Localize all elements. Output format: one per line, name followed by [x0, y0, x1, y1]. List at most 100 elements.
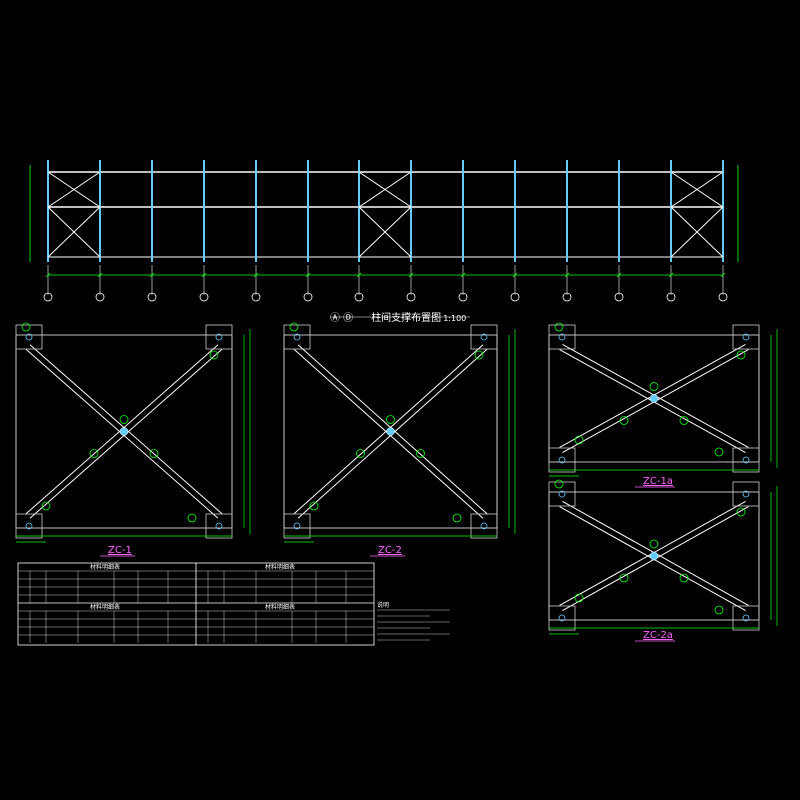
- member-mark-bubble: [649, 539, 659, 549]
- detail-zc2: [283, 322, 516, 543]
- bolt-hole: [558, 490, 566, 498]
- member-mark-bubble: [736, 507, 746, 517]
- center-plate: [119, 427, 129, 436]
- table-title-1: 材料明细表: [90, 564, 121, 571]
- bolt-hole: [742, 333, 750, 341]
- gusset-plate: [283, 324, 311, 350]
- gusset-plate: [548, 447, 576, 473]
- caption-zc2: ZC-2: [378, 545, 402, 556]
- bolt-hole: [215, 333, 223, 341]
- elevation-title-text: 柱间支撑布置图: [371, 313, 442, 324]
- bracing-diagonal: [670, 206, 724, 258]
- axis-bubble: [43, 292, 53, 302]
- dimension-tick: [668, 272, 674, 278]
- axis-bubble: [510, 292, 520, 302]
- bracing-diagonal: [358, 206, 412, 258]
- gusset-plate: [732, 324, 760, 350]
- notes-title: 说明: [377, 602, 390, 609]
- bolt-hole: [293, 333, 301, 341]
- bolt-hole: [480, 522, 488, 530]
- gusset-plate: [470, 513, 498, 539]
- member-mark-bubble: [119, 415, 129, 424]
- bracing-diagonal: [47, 171, 101, 208]
- member-mark-bubble: [309, 501, 319, 511]
- gusset-plate: [732, 605, 760, 631]
- member-mark-bubble: [289, 322, 299, 332]
- bracing-diagonal: [47, 206, 101, 258]
- axis-bubble: [354, 292, 364, 302]
- bolt-hole: [215, 522, 223, 530]
- bolt-hole: [558, 333, 566, 341]
- elevation-scale: 1:100: [443, 314, 467, 323]
- dimension-tick: [512, 272, 518, 278]
- center-plate: [649, 394, 659, 403]
- dimension-tick: [149, 272, 155, 278]
- member-mark-bubble: [452, 513, 462, 523]
- gusset-plate: [732, 481, 760, 507]
- dimension-tick: [720, 272, 726, 278]
- center-plate: [386, 427, 395, 436]
- axis-bubble: [666, 292, 676, 302]
- dimension-tick: [356, 272, 362, 278]
- gusset-plate: [470, 324, 498, 350]
- bracing-diagonal: [670, 171, 724, 208]
- bolt-hole: [25, 522, 33, 530]
- member-mark-bubble: [474, 350, 484, 360]
- member-mark-bubble: [21, 322, 31, 332]
- caption-zc1: ZC-1: [108, 545, 132, 556]
- dimension-tick: [305, 272, 311, 278]
- member-mark-bubble: [619, 573, 629, 583]
- member-mark-bubble: [736, 350, 746, 360]
- bolt-hole: [25, 333, 33, 341]
- member-mark-bubble: [649, 382, 659, 391]
- bolt-hole: [558, 614, 566, 622]
- axis-bubble: [614, 292, 624, 302]
- detail-zc1: [15, 322, 251, 543]
- member-mark-bubble: [554, 479, 564, 489]
- member-mark-bubble: [679, 573, 689, 583]
- axis-bubble: [303, 292, 313, 302]
- elevation-view: [29, 160, 739, 318]
- member-mark-bubble: [386, 415, 395, 424]
- bolt-hole: [558, 456, 566, 464]
- bolt-hole: [293, 522, 301, 530]
- axis-bubble: [562, 292, 572, 302]
- dimension-tick: [564, 272, 570, 278]
- bolt-hole: [742, 490, 750, 498]
- dimension-tick: [460, 272, 466, 278]
- gusset-plate: [548, 481, 576, 507]
- table-title-3: 材料明细表: [90, 604, 121, 611]
- material-tables: [17, 562, 375, 646]
- center-plate: [649, 551, 659, 561]
- member-mark-bubble: [714, 447, 724, 457]
- axis-bubble: [251, 292, 261, 302]
- dimension-tick: [253, 272, 259, 278]
- dimension-tick: [97, 272, 103, 278]
- dimension-tick: [408, 272, 414, 278]
- dimension-tick: [45, 272, 51, 278]
- elevation-title-prefix: Ⓐ Ⓓ: [330, 313, 354, 324]
- member-mark-bubble: [416, 449, 425, 458]
- gusset-plate: [15, 324, 43, 350]
- gusset-plate: [205, 324, 233, 350]
- detail-zc2a: [548, 479, 778, 635]
- gusset-plate: [548, 605, 576, 631]
- axis-bubble: [458, 292, 468, 302]
- member-mark-bubble: [574, 593, 584, 603]
- axis-bubble: [406, 292, 416, 302]
- member-mark-bubble: [574, 435, 584, 445]
- gusset-plate: [283, 513, 311, 539]
- dimension-tick: [616, 272, 622, 278]
- member-mark-bubble: [187, 513, 197, 523]
- member-mark-bubble: [89, 449, 99, 458]
- axis-bubble: [147, 292, 157, 302]
- gusset-plate: [205, 513, 233, 539]
- bracing-diagonal: [358, 171, 412, 208]
- member-mark-bubble: [41, 501, 51, 511]
- axis-bubble: [199, 292, 209, 302]
- axis-bubble: [718, 292, 728, 302]
- gusset-plate: [548, 324, 576, 350]
- bolt-hole: [742, 456, 750, 464]
